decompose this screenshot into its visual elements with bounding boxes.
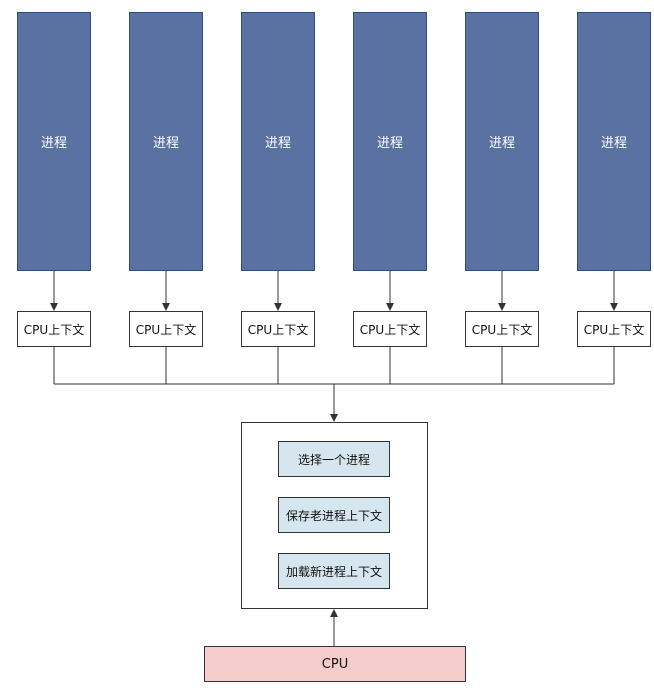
process-label: 进程 bbox=[40, 136, 67, 151]
cpu-context-label: CPU上下文 bbox=[247, 322, 309, 337]
step-load-new-context: 加载新进程上下文 bbox=[278, 553, 390, 589]
cpu-context-label: CPU上下文 bbox=[23, 322, 85, 337]
cpu-context-label: CPU上下文 bbox=[471, 322, 533, 337]
process-block-4: 进程 bbox=[353, 12, 427, 271]
process-block-1: 进程 bbox=[17, 12, 91, 271]
cpu-context-box-3: CPU上下文 bbox=[241, 311, 315, 347]
cpu-context-box-5: CPU上下文 bbox=[465, 311, 539, 347]
process-label: 进程 bbox=[376, 136, 403, 151]
step-save-old-context: 保存老进程上下文 bbox=[278, 497, 390, 533]
cpu-context-box-1: CPU上下文 bbox=[17, 311, 91, 347]
process-label: 进程 bbox=[600, 136, 627, 151]
step-label: 加载新进程上下文 bbox=[285, 564, 382, 579]
step-select-process: 选择一个进程 bbox=[278, 441, 390, 477]
process-block-2: 进程 bbox=[129, 12, 203, 271]
cpu-context-label: CPU上下文 bbox=[583, 322, 645, 337]
process-label: 进程 bbox=[152, 136, 179, 151]
process-block-6: 进程 bbox=[577, 12, 651, 271]
cpu-label: CPU bbox=[321, 656, 349, 672]
process-label: 进程 bbox=[264, 136, 291, 151]
cpu-context-box-2: CPU上下文 bbox=[129, 311, 203, 347]
cpu-context-label: CPU上下文 bbox=[359, 322, 421, 337]
cpu-context-box-4: CPU上下文 bbox=[353, 311, 427, 347]
step-label: 选择一个进程 bbox=[297, 452, 370, 467]
cpu-context-box-6: CPU上下文 bbox=[577, 311, 651, 347]
cpu-context-label: CPU上下文 bbox=[135, 322, 197, 337]
step-label: 保存老进程上下文 bbox=[285, 508, 382, 523]
process-block-3: 进程 bbox=[241, 12, 315, 271]
cpu-box: CPU bbox=[204, 646, 466, 682]
process-block-5: 进程 bbox=[465, 12, 539, 271]
process-label: 进程 bbox=[488, 136, 515, 151]
